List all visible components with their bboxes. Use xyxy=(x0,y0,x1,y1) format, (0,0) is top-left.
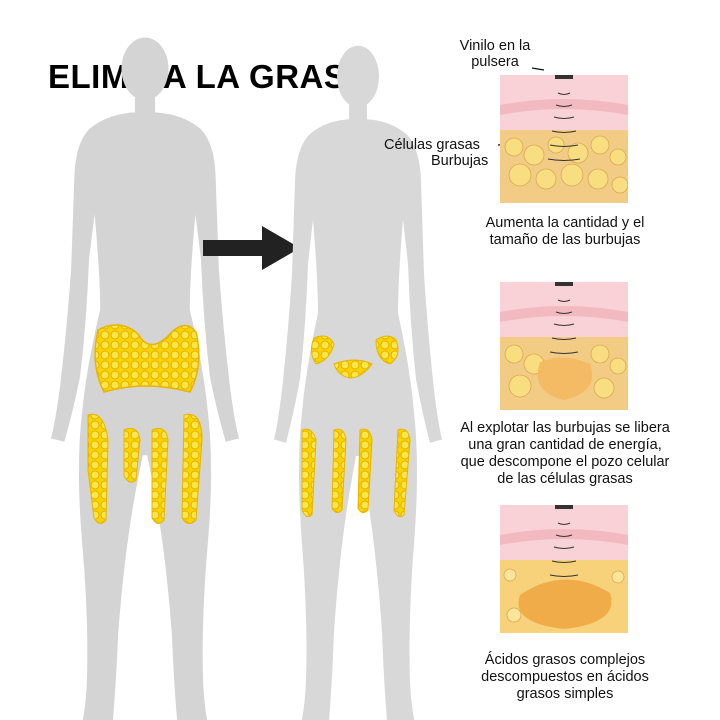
step-caption-2-line-2: una gran cantidad de energía, xyxy=(468,437,662,453)
fat-area-left-thigh-after xyxy=(301,428,317,518)
label-vinyl-line-2: pulsera xyxy=(471,54,519,70)
fat-area-belly-left xyxy=(310,335,335,365)
step-panel-3 xyxy=(500,505,628,633)
step-caption-1: Aumenta la cantidad y el tamaño de las b… xyxy=(460,215,670,249)
fat-area-inner-thigh-left xyxy=(123,427,141,483)
label-vinyl-line-1: Vinilo en la xyxy=(459,38,531,54)
step-caption-2-line-3: que descompone el pozo celular xyxy=(460,454,670,470)
step-caption-3-line-2: descompuestos en ácidos xyxy=(481,669,649,685)
step-caption-1-line-2: tamaño de las burbujas xyxy=(489,232,641,248)
label-fat-cells: Células grasas xyxy=(384,137,480,153)
fat-area-belly-center xyxy=(333,359,373,379)
step-caption-1-line-1: Aumenta la cantidad y el xyxy=(485,215,645,231)
label-bubbles: Burbujas xyxy=(431,153,489,169)
step-caption-2: Al explotar las burbujas se libera una g… xyxy=(438,420,692,488)
fat-area-right-thigh xyxy=(181,413,203,524)
step-caption-3-line-3: grasos simples xyxy=(516,686,614,702)
step-caption-2-line-1: Al explotar las burbujas se libera xyxy=(460,420,670,436)
transformation-arrow xyxy=(203,226,300,270)
fat-area-inner-thigh-left-after xyxy=(331,428,347,514)
fat-area-left-thigh xyxy=(87,413,109,524)
step-caption-3-line-1: Ácidos grasos complejos xyxy=(484,652,646,668)
fat-area-right-thigh-after xyxy=(393,428,411,518)
step-panel-2 xyxy=(500,282,628,410)
fat-area-inner-thigh-right-after xyxy=(357,428,373,514)
fat-area-belly-right xyxy=(375,335,399,365)
fat-area-belly xyxy=(94,324,200,393)
step-panel-1 xyxy=(500,75,628,203)
body-after xyxy=(274,45,442,720)
body-before xyxy=(50,37,240,720)
label-vinyl: Vinilo en la pulsera xyxy=(440,38,550,70)
page-title: ELIMINA LA GRASA xyxy=(48,58,371,95)
step-caption-3: Ácidos grasos complejos descompuestos en… xyxy=(460,652,670,703)
fat-area-inner-thigh-right xyxy=(151,427,169,524)
step-caption-2-line-4: de las células grasas xyxy=(497,471,633,487)
